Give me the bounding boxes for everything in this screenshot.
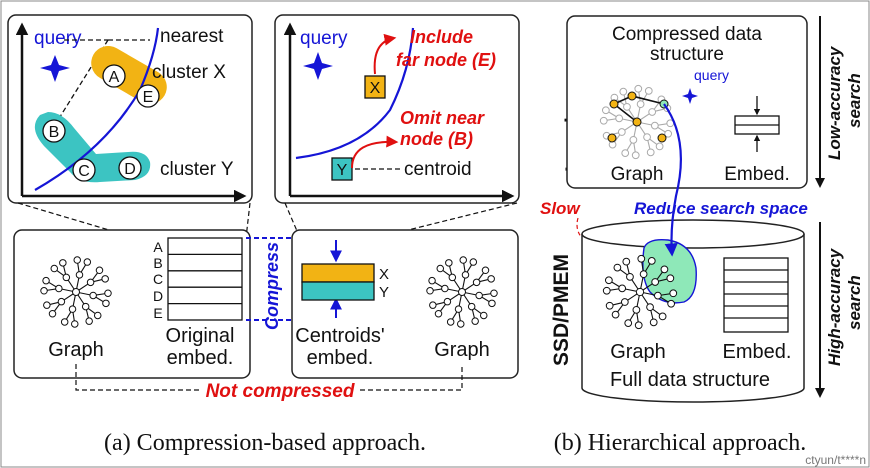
- svg-text:search: search: [845, 73, 864, 128]
- query-label: query: [34, 28, 82, 49]
- graph-label: Graph: [48, 339, 104, 361]
- graph-icon: [602, 254, 678, 330]
- compressed-embed-icon: [734, 96, 780, 152]
- svg-text:X: X: [370, 80, 381, 97]
- svg-text:structure: structure: [650, 44, 724, 65]
- original-caption-2: embed.: [167, 347, 234, 369]
- svg-text:C: C: [78, 163, 90, 180]
- graph-icon: [599, 84, 675, 160]
- svg-text:E: E: [143, 89, 154, 106]
- nearest-curve: [34, 27, 160, 191]
- ssd-label: SSD/PMEM: [550, 254, 573, 366]
- node-b: B: [42, 119, 66, 143]
- node-c: C: [72, 158, 96, 182]
- original-caption: Original: [166, 325, 235, 347]
- svg-text:D: D: [124, 161, 136, 178]
- svg-text:Compressed data: Compressed data: [612, 24, 762, 45]
- include-label-2: far node (E): [396, 50, 496, 70]
- original-box: Graph A B C D E Original embed.: [13, 229, 251, 379]
- centroid-row-y: [301, 281, 375, 301]
- centroid-caption: Centroids': [295, 325, 384, 347]
- reduce-arrow: [663, 103, 682, 257]
- star-icon: [40, 55, 70, 82]
- high-accuracy-indicator: High-accuracy search: [815, 222, 864, 398]
- compressed-box: X Y Centroids' embed. Graph: [291, 229, 519, 379]
- graph-label-4: Graph: [610, 341, 666, 363]
- query-label-3: query: [694, 67, 729, 83]
- caption-b: (b) Hierarchical approach.: [554, 430, 807, 456]
- embed-label: Embed.: [724, 164, 789, 185]
- cluster-x-label: cluster X: [152, 62, 226, 83]
- svg-text:Y: Y: [337, 162, 348, 179]
- omit-label: Omit near: [400, 108, 485, 128]
- low-accuracy-indicator: Low-accuracy search: [815, 16, 864, 188]
- node-e: E: [136, 84, 160, 108]
- centroid-x: [364, 75, 386, 99]
- nearest-label: nearest: [160, 26, 224, 47]
- compressed-structure-box: Compressed data structure query Graph Em…: [566, 15, 808, 189]
- svg-text:D: D: [153, 288, 163, 304]
- search-region: [642, 238, 697, 304]
- plot-right: query X Y Include far node (E) Omit near…: [274, 14, 520, 204]
- full-structure-title: Full data structure: [610, 369, 770, 391]
- not-compressed-label: Not compressed: [206, 381, 355, 402]
- svg-text:B: B: [49, 124, 60, 141]
- svg-text:A: A: [153, 239, 163, 255]
- graph-icon: [426, 256, 498, 328]
- omit-label-2: node (B): [400, 129, 473, 149]
- cluster-y-label: cluster Y: [160, 159, 234, 180]
- svg-text:B: B: [153, 255, 162, 271]
- embed-label-2: Embed.: [723, 341, 792, 363]
- compress-label: Compress: [262, 242, 282, 330]
- caption-a: (a) Compression-based approach.: [104, 430, 426, 456]
- centroid-caption-2: embed.: [307, 347, 374, 369]
- star-icon: [682, 88, 698, 104]
- svg-text:A: A: [109, 69, 120, 86]
- centroid-y: [331, 157, 353, 181]
- plot-left: query nearest cluster X cluster Y A E B …: [7, 14, 253, 204]
- graph-icon: [40, 256, 112, 328]
- centroid-row-x: [301, 263, 375, 283]
- node-a: A: [102, 64, 126, 88]
- slow-label: Slow: [540, 199, 581, 218]
- not-compressed-bracket: Not compressed: [75, 364, 463, 402]
- nearest-curve-2: [295, 27, 415, 160]
- svg-text:Y: Y: [379, 284, 389, 301]
- full-embed-table: [723, 257, 789, 333]
- watermark: ctyun/t****n: [805, 453, 866, 467]
- centroid-label: centroid: [404, 159, 472, 180]
- query-label-2: query: [300, 28, 348, 49]
- svg-text:X: X: [379, 266, 389, 283]
- graph-label-3: Graph: [611, 164, 664, 185]
- svg-text:E: E: [153, 305, 162, 321]
- original-embed-table: A B C D E: [153, 237, 243, 321]
- node-d: D: [118, 156, 142, 180]
- svg-text:C: C: [153, 271, 163, 287]
- include-label: Include: [410, 27, 473, 47]
- reduce-label: Reduce search space: [634, 199, 808, 218]
- star-icon: [303, 52, 333, 80]
- full-structure-cylinder: Graph Embed. Full data structure: [581, 219, 805, 403]
- svg-text:Low-accuracy: Low-accuracy: [825, 45, 844, 160]
- svg-text:High-accuracy: High-accuracy: [825, 247, 844, 366]
- graph-label-2: Graph: [434, 339, 490, 361]
- svg-text:search: search: [845, 275, 864, 330]
